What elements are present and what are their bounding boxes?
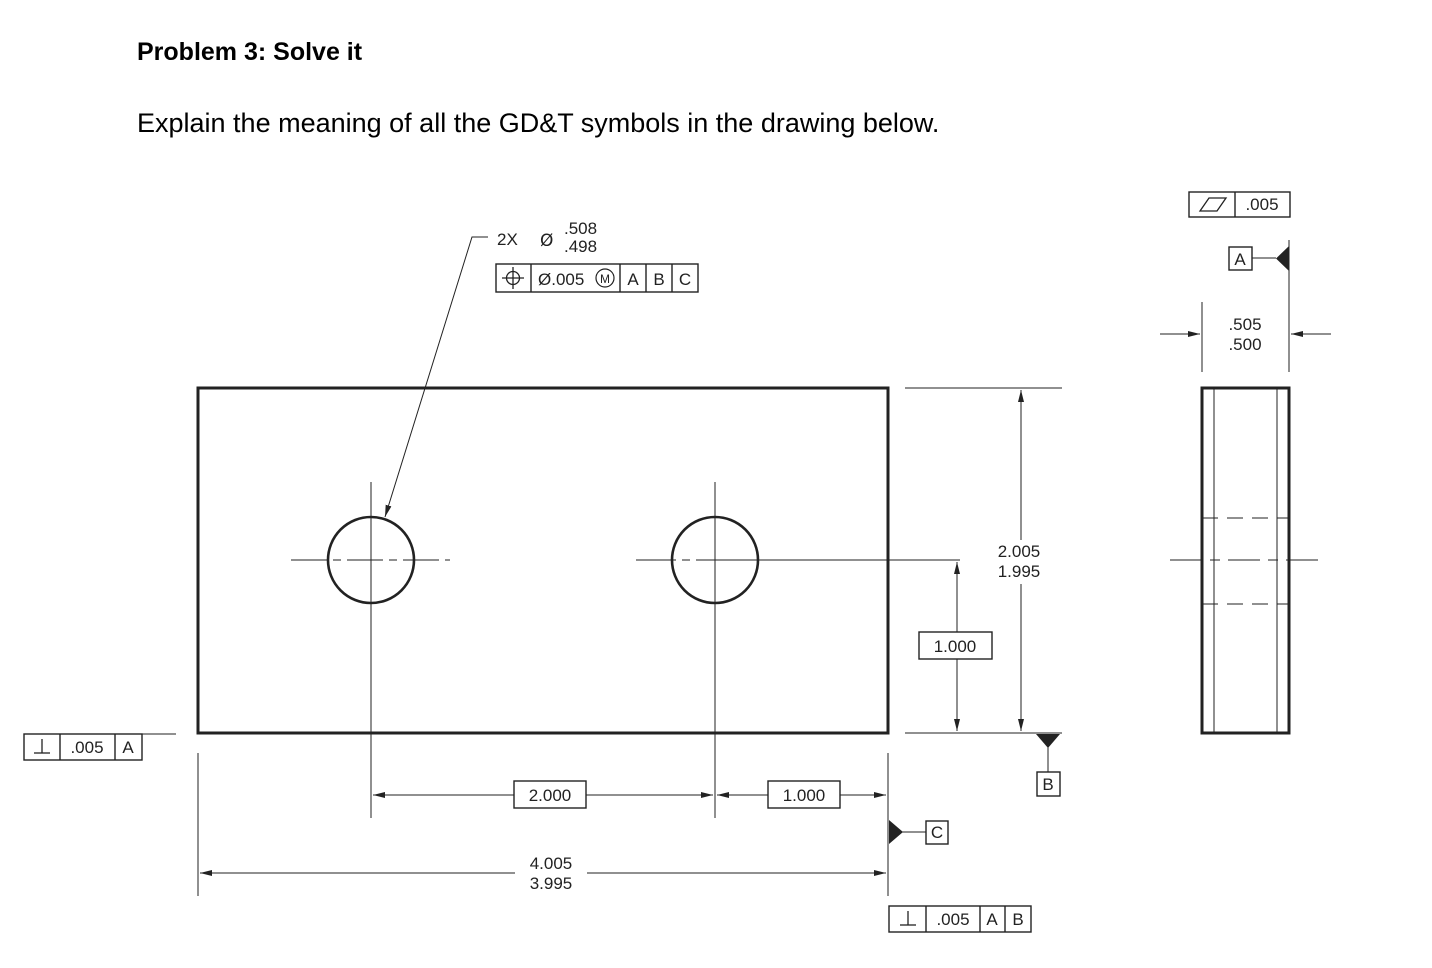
perp-left-datum-a: A: [122, 738, 134, 757]
edge-to-hole-basic-box: [767, 780, 841, 809]
position-tolerance: Ø.005: [538, 270, 584, 289]
diameter-icon: Ø: [540, 231, 553, 251]
hole-spacing-dim: 2.000: [529, 786, 572, 805]
datum-a-label: A: [1234, 250, 1246, 269]
svg-text:M: M: [600, 272, 610, 286]
thickness-dim-lower: .500: [1228, 335, 1261, 354]
position-datum-a: A: [627, 270, 639, 289]
width-dim-upper: 4.005: [530, 854, 573, 873]
hole-spacing-basic-box: [513, 780, 587, 809]
problem-heading: Problem 3: Solve it: [137, 38, 363, 66]
hole-height-dim: 1.000: [934, 637, 977, 656]
perp-bottom-tolerance: .005: [936, 910, 969, 929]
perp-bottom-datum-a: A: [986, 910, 998, 929]
perp-left-tolerance: .005: [70, 738, 103, 757]
perpendicularity-icon: [900, 911, 916, 926]
hole-size-lower: .498: [564, 237, 597, 256]
flatness-tolerance: .005: [1245, 195, 1278, 214]
datum-b-label: B: [1042, 775, 1053, 794]
hole-size-upper: .508: [564, 219, 597, 238]
datum-b-symbol: B: [1036, 734, 1061, 797]
datum-c-symbol: C: [889, 820, 949, 845]
position-datum-c: C: [679, 270, 691, 289]
datum-c-label: C: [931, 823, 943, 842]
hole-left: [291, 482, 450, 818]
perp-bottom-datum-b: B: [1012, 910, 1023, 929]
hole-callout-leader: [384, 236, 488, 518]
problem-instruction: Explain the meaning of all the GD&T symb…: [137, 108, 940, 138]
position-fcf: Ø.005 M A B C: [495, 263, 699, 293]
datum-a-symbol: A: [1228, 246, 1289, 271]
hole-right: [636, 482, 960, 818]
thickness-dim-upper: .505: [1228, 315, 1261, 334]
position-icon: [502, 267, 524, 289]
perpendicularity-fcf-left: .005 A: [23, 733, 176, 761]
width-dim-lower: 3.995: [530, 874, 573, 893]
flatness-fcf: .005: [1188, 191, 1291, 218]
perpendicularity-icon: [34, 739, 50, 754]
height-dim-lower: 1.995: [998, 562, 1041, 581]
height-dim-upper: 2.005: [998, 542, 1041, 561]
edge-to-hole-dim: 1.000: [783, 786, 826, 805]
perpendicularity-fcf-bottom: .005 A B: [888, 905, 1032, 933]
hole-height-basic-box: [918, 631, 993, 660]
mmc-modifier-icon: M: [595, 268, 615, 288]
flatness-icon: [1198, 197, 1228, 212]
position-datum-b: B: [653, 270, 664, 289]
hole-count: 2X: [497, 230, 518, 249]
